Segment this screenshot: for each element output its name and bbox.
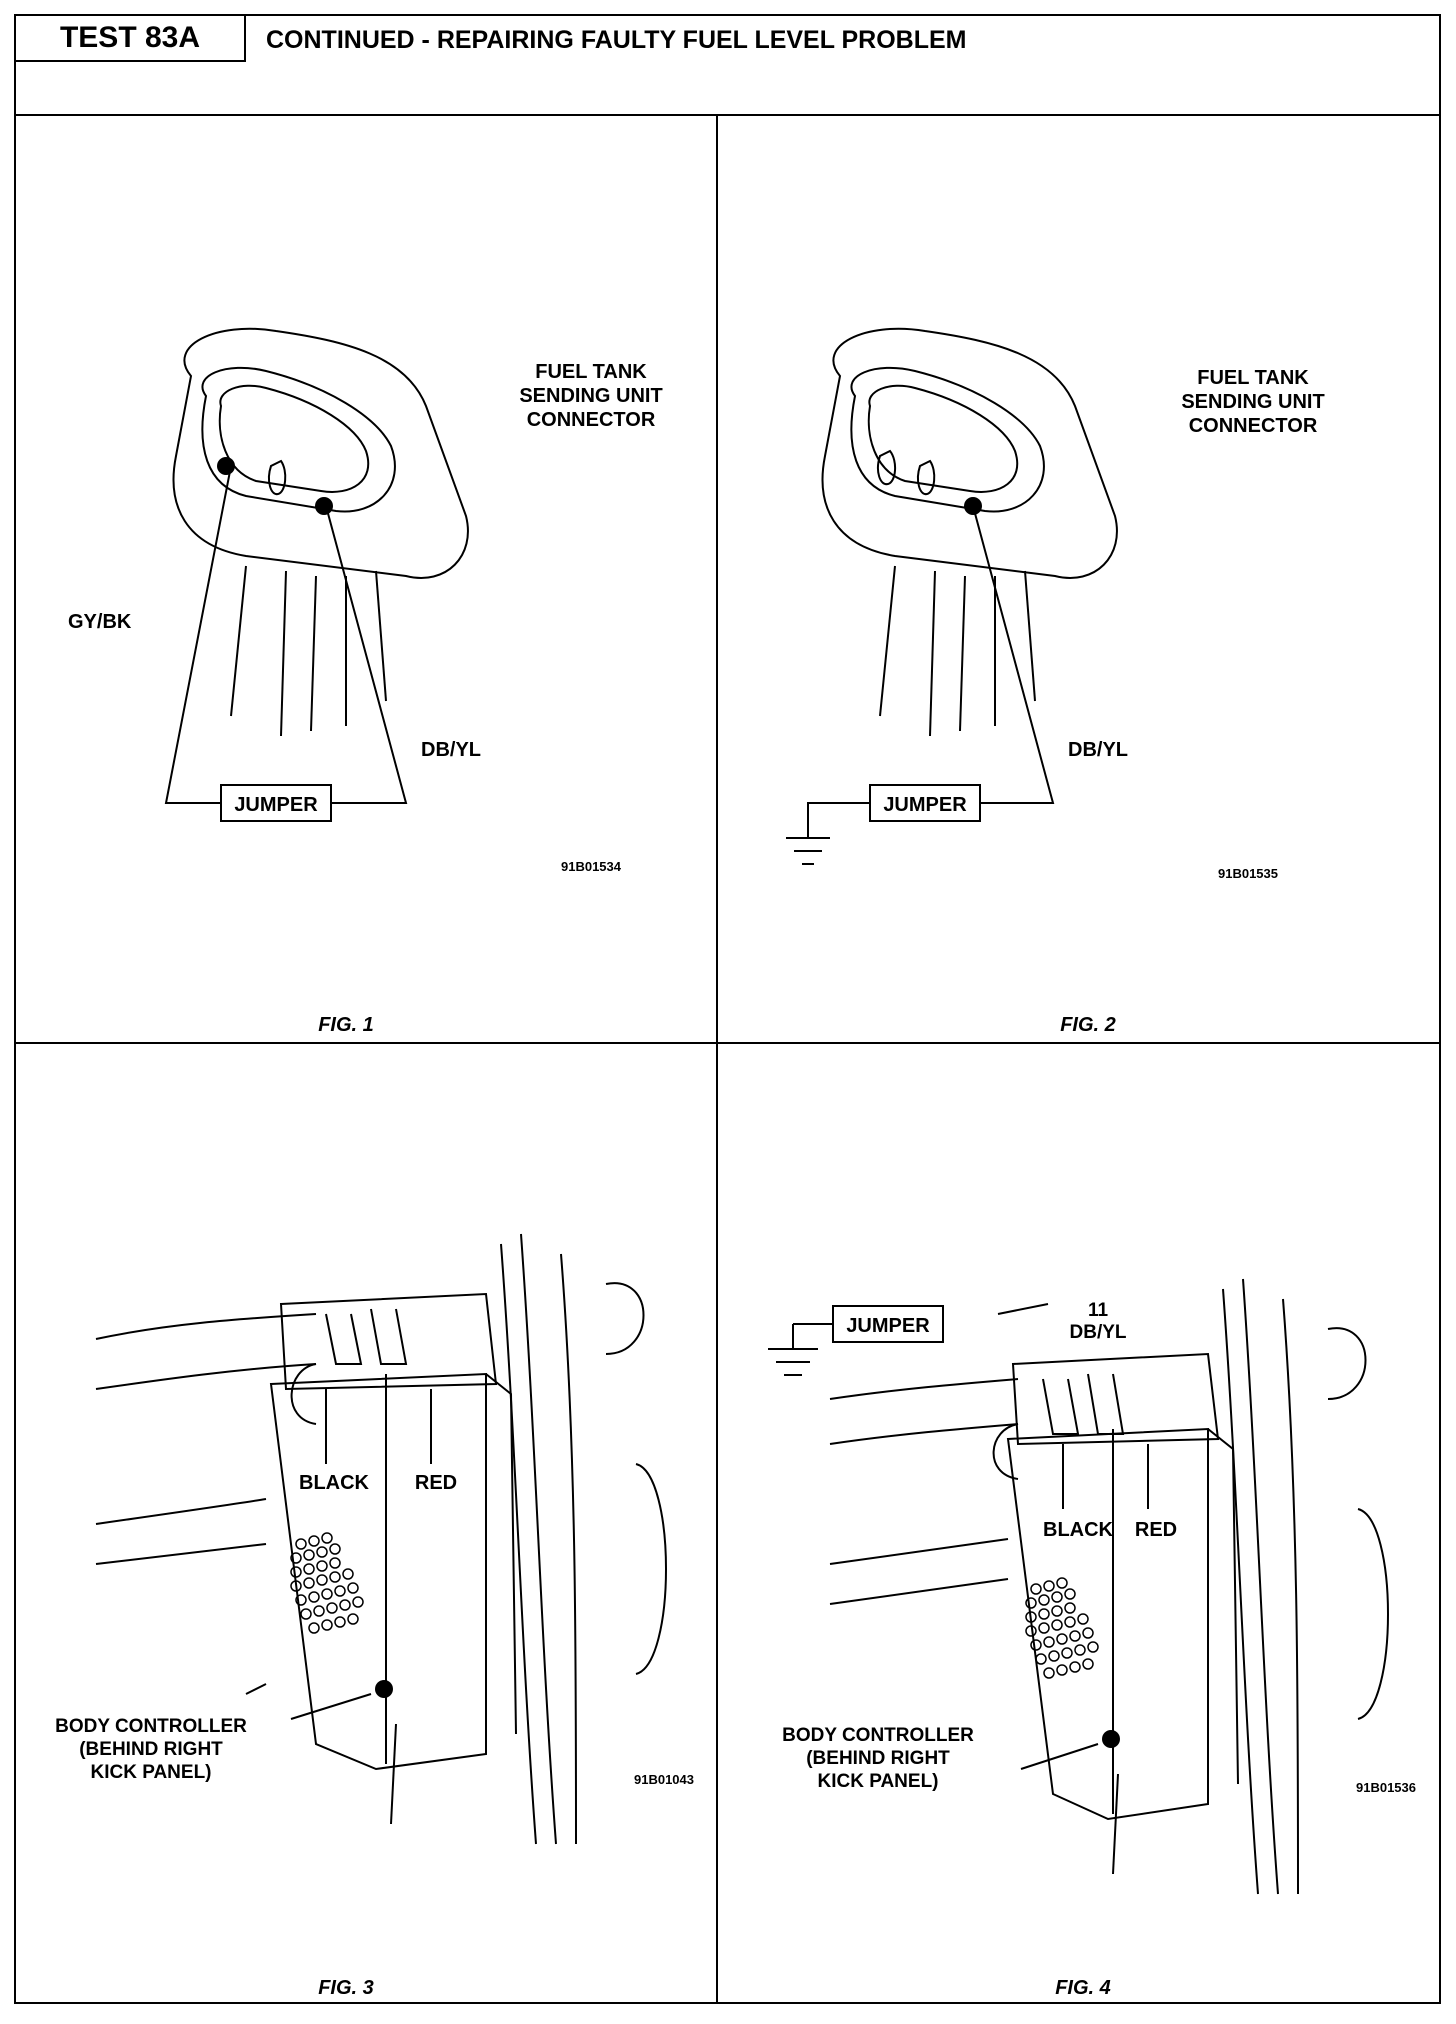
figure-caption: FIG. 3 bbox=[318, 1977, 374, 1999]
panel-divider-vertical bbox=[716, 116, 718, 2004]
figure-code: 91B01043 bbox=[634, 1772, 694, 1787]
pin-number-label: 11 bbox=[1088, 1300, 1109, 1321]
figure-code: 91B01535 bbox=[1218, 866, 1278, 881]
body-controller-label-line2: (BEHIND RIGHT bbox=[806, 1748, 950, 1769]
wire-label-dbyl: DB/YL bbox=[1068, 739, 1128, 761]
connector-label-line3: CONNECTOR bbox=[527, 409, 656, 431]
figure-2-panel: JUMPER FUEL TANK SENDING UNIT CONNECTOR … bbox=[718, 116, 1441, 1042]
jumper-label: JUMPER bbox=[234, 794, 318, 816]
red-connector-label: RED bbox=[1135, 1519, 1177, 1541]
red-connector-label: RED bbox=[415, 1472, 457, 1494]
connector-label-line1: FUEL TANK bbox=[535, 361, 647, 383]
wire-label-dbyl: DB/YL bbox=[421, 739, 481, 761]
body-controller-label-line3: KICK PANEL) bbox=[817, 1771, 938, 1792]
connector-label-line2: SENDING UNIT bbox=[1181, 391, 1324, 413]
black-connector-label: BLACK bbox=[1043, 1519, 1114, 1541]
body-controller-label-line1: BODY CONTROLLER bbox=[782, 1725, 974, 1746]
figure-code: 91B01534 bbox=[561, 859, 622, 874]
figure-1-diagram: JUMPER FUEL TANK SENDING UNIT CONNECTOR … bbox=[68, 327, 663, 1036]
figure-caption: FIG. 1 bbox=[318, 1014, 374, 1036]
connector-label-line3: CONNECTOR bbox=[1189, 415, 1318, 437]
figure-2-diagram: JUMPER FUEL TANK SENDING UNIT CONNECTOR … bbox=[786, 327, 1325, 1036]
figure-1-panel: JUMPER FUEL TANK SENDING UNIT CONNECTOR … bbox=[16, 116, 716, 1042]
black-connector-label: BLACK bbox=[299, 1472, 370, 1494]
body-controller-label-line1: BODY CONTROLLER bbox=[55, 1716, 247, 1737]
connector-label-line1: FUEL TANK bbox=[1197, 367, 1309, 389]
jumper-label: JUMPER bbox=[883, 794, 967, 816]
page-title: CONTINUED - REPAIRING FAULTY FUEL LEVEL … bbox=[266, 26, 967, 54]
page-header: TEST 83A CONTINUED - REPAIRING FAULTY FU… bbox=[16, 16, 1439, 116]
figure-4-diagram: JUMPER 11 DB/YL BLACK RED BODY CONTROLLE… bbox=[768, 1278, 1416, 1999]
test-id: TEST 83A bbox=[16, 16, 246, 62]
figure-caption: FIG. 4 bbox=[1055, 1977, 1111, 1999]
manual-page: TEST 83A CONTINUED - REPAIRING FAULTY FU… bbox=[14, 14, 1441, 2004]
figure-3-diagram: BLACK RED BODY CONTROLLER (BEHIND RIGHT … bbox=[55, 1233, 694, 1999]
figure-caption: FIG. 2 bbox=[1060, 1014, 1116, 1036]
body-controller-label-line2: (BEHIND RIGHT bbox=[79, 1739, 223, 1760]
figure-4-panel: JUMPER 11 DB/YL BLACK RED BODY CONTROLLE… bbox=[718, 1044, 1441, 2004]
figure-3-panel: BLACK RED BODY CONTROLLER (BEHIND RIGHT … bbox=[16, 1044, 716, 2004]
body-controller-label-line3: KICK PANEL) bbox=[90, 1762, 211, 1783]
panel-divider-horizontal bbox=[16, 1042, 1439, 1044]
figure-code: 91B01536 bbox=[1356, 1780, 1416, 1795]
wire-label-gybk: GY/BK bbox=[68, 611, 132, 633]
wire-label-dbyl: DB/YL bbox=[1070, 1322, 1127, 1343]
jumper-label: JUMPER bbox=[846, 1315, 930, 1337]
connector-label-line2: SENDING UNIT bbox=[519, 385, 662, 407]
